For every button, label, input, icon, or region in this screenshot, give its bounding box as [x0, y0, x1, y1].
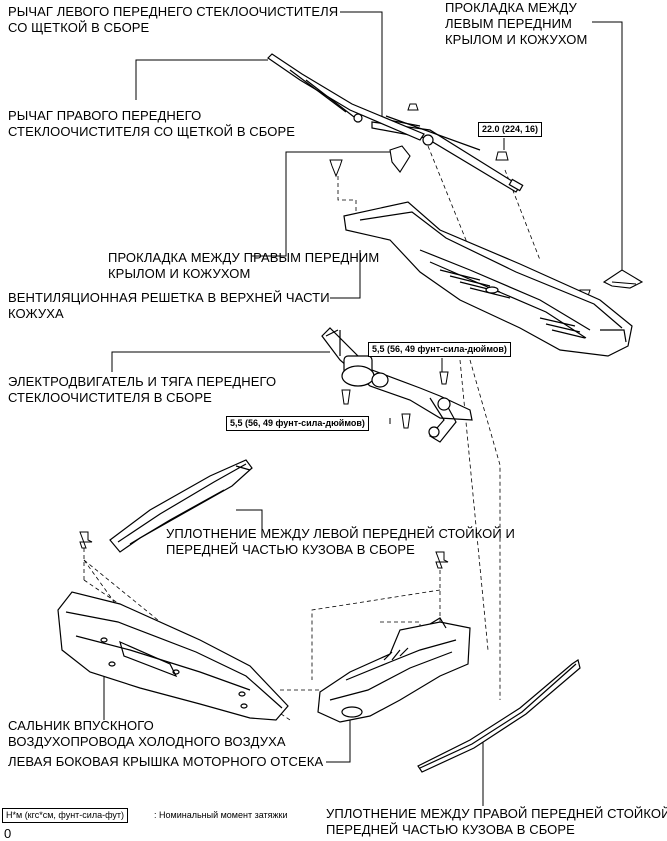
right-wiper-arm-part: [267, 53, 425, 141]
leader-left-pillar-seal: [236, 509, 263, 532]
leader-right-fender-seal: [252, 151, 392, 257]
motor-bolts: [341, 371, 449, 429]
label-cowl-louver: ВЕНТИЛЯЦИОННАЯ РЕШЕТКА В ВЕРХНЕЙ ЧАСТИ К…: [8, 290, 330, 322]
left-wiper-arm-part: [371, 115, 524, 193]
torque-legend-box: Н*м (кгс*см, фунт-сила-фут): [2, 808, 128, 823]
right-pillar-seal-part: [417, 659, 581, 773]
left-fender-seal-part: [602, 269, 644, 289]
label-right-fender-seal: ПРОКЛАДКА МЕЖДУ ПРАВЫМ ПЕРЕДНИМ КРЫЛОМ И…: [108, 250, 379, 282]
label-right-pillar-seal-line2: ПЕРЕДНЕЙ ЧАСТЬЮ КУЗОВА В СБОРЕ: [326, 822, 575, 837]
label-right-pillar-seal: УПЛОТНЕНИЕ МЕЖДУ ПРАВОЙ ПЕРЕДНЕЙ СТОЙКОЙ…: [326, 806, 667, 838]
torque-motor-bolt-upper: 5,5 (56, 49 фунт-сила-дюймов): [368, 342, 511, 357]
engine-side-cover-part: [317, 617, 471, 723]
leader-cowl-louver: [330, 250, 361, 299]
label-wiper-motor-line1: ЭЛЕКТРОДВИГАТЕЛЬ И ТЯГА ПЕРЕДНЕГО: [8, 374, 277, 389]
torque-motor-bolt-lower: 5,5 (56, 49 фунт-сила-дюймов): [226, 416, 369, 431]
label-cold-air-seal: САЛЬНИК ВПУСКНОГО ВОЗДУХОПРОВОДА ХОЛОДНО…: [8, 718, 286, 750]
cowl-clip-part: [329, 159, 343, 178]
label-left-fender-seal-line3: КРЫЛОМ И КОЖУХОМ: [445, 32, 588, 47]
leader-left-fender-seal: [592, 21, 623, 272]
label-left-wiper-arm-line1: РЫЧАГ ЛЕВОГО ПЕРЕДНЕГО СТЕКЛООЧИСТИТЕЛЯ: [8, 4, 339, 19]
label-left-wiper-arm-line2: СО ЩЕТКОЙ В СБОРЕ: [8, 20, 150, 35]
label-left-pillar-seal-line1: УПЛОТНЕНИЕ МЕЖДУ ЛЕВОЙ ПЕРЕДНЕЙ СТОЙКОЙ …: [166, 526, 515, 541]
label-wiper-motor-line2: СТЕКЛООЧИСТИТЕЛЯ В СБОРЕ: [8, 390, 212, 405]
torque-wiper-nut: 22.0 (224, 16): [478, 122, 543, 137]
label-left-fender-seal-line1: ПРОКЛАДКА МЕЖДУ: [445, 0, 577, 15]
label-cowl-louver-line1: ВЕНТИЛЯЦИОННАЯ РЕШЕТКА В ВЕРХНЕЙ ЧАСТИ: [8, 290, 330, 305]
label-engine-side-cover-line1: ЛЕВАЯ БОКОВАЯ КРЫШКА МОТОРНОГО ОТСЕКА: [8, 754, 324, 769]
label-right-wiper-arm: РЫЧАГ ПРАВОГО ПЕРЕДНЕГО СТЕКЛООЧИСТИТЕЛЯ…: [8, 108, 295, 140]
label-right-wiper-arm-line2: СТЕКЛООЧИСТИТЕЛЯ СО ЩЕТКОЙ В СБОРЕ: [8, 124, 296, 139]
label-cowl-louver-line2: КОЖУХА: [8, 306, 64, 321]
label-left-pillar-seal-line2: ПЕРЕДНЕЙ ЧАСТЬЮ КУЗОВА В СБОРЕ: [166, 542, 415, 557]
label-right-pillar-seal-line1: УПЛОТНЕНИЕ МЕЖДУ ПРАВОЙ ПЕРЕДНЕЙ СТОЙКОЙ…: [326, 806, 667, 821]
wiper-nut-part: [407, 103, 509, 161]
figure-code: 0: [4, 826, 12, 841]
fastener-clips: [79, 531, 449, 569]
label-cold-air-seal-line1: САЛЬНИК ВПУСКНОГО: [8, 718, 154, 733]
leader-right-wiper-arm: [135, 59, 268, 100]
left-pillar-seal-part: [109, 459, 253, 553]
label-right-fender-seal-line1: ПРОКЛАДКА МЕЖДУ ПРАВЫМ ПЕРЕДНИМ: [108, 250, 380, 265]
label-engine-side-cover: ЛЕВАЯ БОКОВАЯ КРЫШКА МОТОРНОГО ОТСЕКА: [8, 754, 323, 770]
label-cold-air-seal-line2: ВОЗДУХОПРОВОДА ХОЛОДНОГО ВОЗДУХА: [8, 734, 286, 749]
leader-left-wiper-arm: [340, 11, 383, 118]
label-left-fender-seal-line2: ЛЕВЫМ ПЕРЕДНИМ: [445, 16, 572, 31]
cold-air-seal-part: [57, 591, 289, 721]
torque-legend-text: : Номинальный момент затяжки: [154, 810, 288, 820]
cowl-louver-part: [343, 201, 633, 357]
label-left-pillar-seal: УПЛОТНЕНИЕ МЕЖДУ ЛЕВОЙ ПЕРЕДНЕЙ СТОЙКОЙ …: [166, 526, 515, 558]
label-wiper-motor: ЭЛЕКТРОДВИГАТЕЛЬ И ТЯГА ПЕРЕДНЕГО СТЕКЛО…: [8, 374, 276, 406]
wiper-motor-part: [321, 327, 473, 443]
label-right-fender-seal-line2: КРЫЛОМ И КОЖУХОМ: [108, 266, 251, 281]
label-right-wiper-arm-line1: РЫЧАГ ПРАВОГО ПЕРЕДНЕГО: [8, 108, 202, 123]
right-fender-seal-part: [389, 145, 411, 173]
leader-engine-cover: [326, 720, 351, 763]
label-left-fender-seal: ПРОКЛАДКА МЕЖДУ ЛЕВЫМ ПЕРЕДНИМ КРЫЛОМ И …: [445, 0, 587, 48]
label-left-wiper-arm: РЫЧАГ ЛЕВОГО ПЕРЕДНЕГО СТЕКЛООЧИСТИТЕЛЯ …: [8, 4, 338, 36]
leader-wiper-motor: [111, 351, 330, 372]
